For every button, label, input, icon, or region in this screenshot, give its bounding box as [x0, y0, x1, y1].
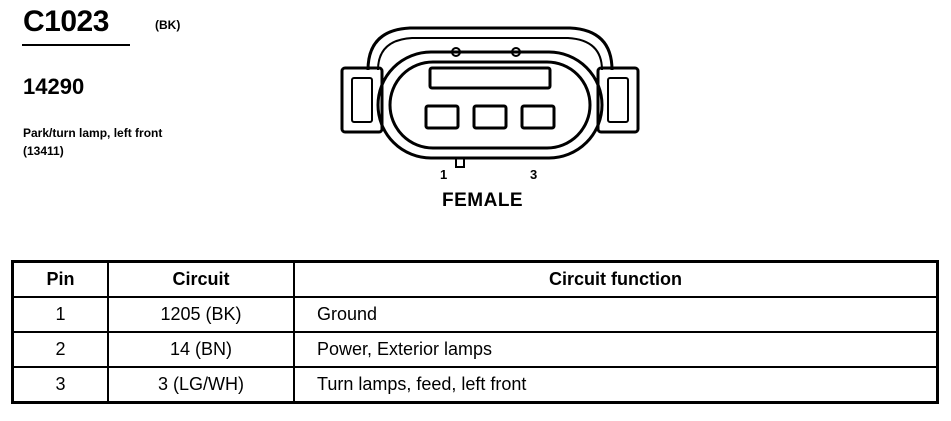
left-latch [340, 66, 384, 134]
table-row: 1 1205 (BK) Ground [11, 296, 939, 333]
circuit-cell: 3 (LG/WH) [107, 366, 295, 404]
key-ridge [428, 66, 552, 90]
table-header-row: Pin Circuit Circuit function [11, 260, 939, 298]
connector-id-underline [22, 44, 130, 46]
pin-cell: 3 [11, 366, 109, 404]
connector-outer-shell [376, 50, 604, 160]
function-cell: Ground [293, 296, 939, 333]
pin-table: Pin Circuit Circuit function 1 1205 (BK)… [11, 260, 939, 404]
circuit-cell: 1205 (BK) [107, 296, 295, 333]
connector-face-diagram [340, 26, 640, 168]
header-pin: Pin [11, 260, 109, 298]
connector-color: (BK) [155, 18, 181, 32]
function-cell: Power, Exterior lamps [293, 331, 939, 368]
circuit-cell: 14 (BN) [107, 331, 295, 368]
gender-label: FEMALE [442, 190, 524, 211]
pin-cell: 1 [11, 296, 109, 333]
connector-id: C1023 [23, 5, 109, 38]
harness-number: 14290 [23, 74, 85, 99]
header-circuit: Circuit [107, 260, 295, 298]
cavity-1 [424, 104, 460, 130]
cavity-2 [472, 104, 508, 130]
function-cell: Turn lamps, feed, left front [293, 366, 939, 404]
bottom-tab [455, 157, 465, 168]
top-bump-left [451, 47, 461, 57]
connector-inner-shell [388, 60, 592, 150]
header-circuit-function: Circuit function [293, 260, 939, 298]
component-description: Park/turn lamp, left front (13411) [23, 126, 163, 158]
pin-cell: 2 [11, 331, 109, 368]
table-row: 2 14 (BN) Power, Exterior lamps [11, 331, 939, 368]
cavity-3 [520, 104, 556, 130]
top-bump-right [511, 47, 521, 57]
pin-label-1: 1 [440, 167, 448, 182]
table-row: 3 3 (LG/WH) Turn lamps, feed, left front [11, 366, 939, 404]
pin-label-3: 3 [530, 167, 538, 182]
connector-hood [366, 26, 614, 71]
right-latch [596, 66, 640, 134]
